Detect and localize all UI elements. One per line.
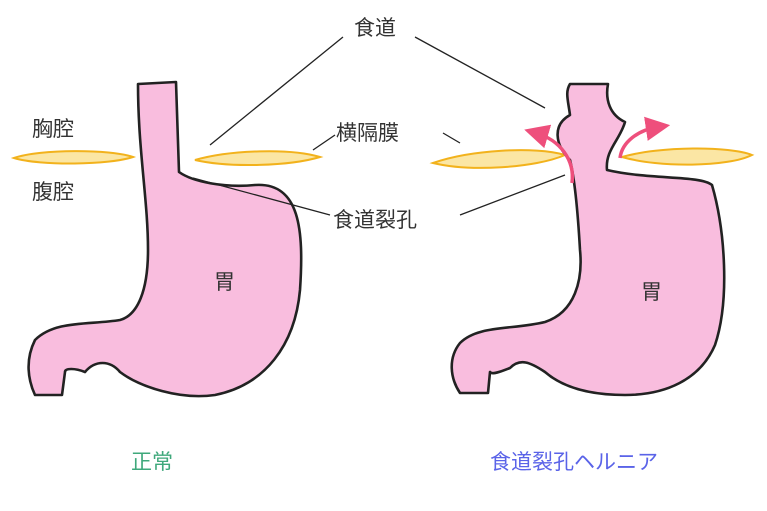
label-diaphragm: 横隔膜 [336, 123, 399, 144]
label-esophageal-hiatus: 食道裂孔 [333, 210, 417, 231]
leader-diaphragm-left [313, 135, 335, 150]
diaphragm-left-a [14, 151, 133, 163]
label-stomach-normal: 胃 [214, 272, 235, 293]
leader-hiatus-right [460, 175, 565, 215]
hernia-diagram [433, 84, 752, 395]
leader-diaphragm-right [443, 133, 460, 143]
label-esophagus: 食道 [354, 18, 396, 39]
caption-hernia: 食道裂孔ヘルニア [490, 452, 658, 473]
diaphragm-right-b [622, 148, 752, 164]
diaphragm-right-a [433, 150, 565, 168]
diaphragm-left-b [195, 151, 320, 165]
label-stomach-hernia: 胃 [641, 282, 662, 303]
label-thoracic-cavity: 胸腔 [32, 119, 74, 140]
stomach-hernia [452, 84, 724, 395]
caption-normal: 正常 [131, 452, 173, 473]
leader-esophagus-right [415, 37, 545, 108]
leader-esophagus-left [210, 37, 343, 145]
label-abdominal-cavity: 腹腔 [32, 182, 74, 203]
